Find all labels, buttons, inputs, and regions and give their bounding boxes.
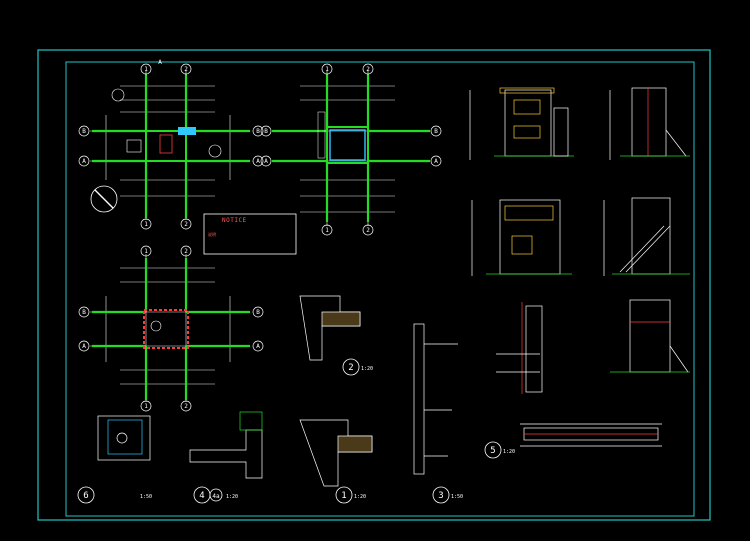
detail-scale: 1:20	[354, 494, 366, 500]
detail-scale: 1:20	[503, 449, 515, 455]
grid-label-b: B	[264, 128, 268, 135]
detail-5-lintel	[520, 423, 662, 447]
detail-4-step	[189, 411, 263, 479]
section-label-a: A	[158, 59, 162, 66]
grid-bubbles-plan1	[78, 63, 264, 230]
grid-label-2: 2	[184, 403, 188, 410]
detail-scale: 1:20	[226, 494, 238, 500]
outer-frame	[37, 49, 711, 521]
elevation-3	[471, 199, 572, 276]
north-arrow-icon	[90, 185, 118, 213]
grid-label-2: 2	[184, 248, 188, 255]
grid-label-2: 2	[366, 227, 370, 234]
detail-number-2: 2	[348, 363, 353, 373]
grid-label-1: 1	[325, 66, 329, 73]
detail-number-4: 4	[199, 491, 204, 501]
grid-label-a: A	[82, 343, 86, 350]
section-view-1	[496, 302, 543, 394]
inner-frame	[65, 61, 695, 517]
detail-number-circles	[77, 358, 502, 504]
grid-label-1: 1	[144, 248, 148, 255]
grid-labels-plan3: B A B A 1 2 1 2	[82, 248, 260, 410]
notice-title: NOTICE	[222, 217, 247, 224]
detail-scale: 1:20	[361, 366, 373, 372]
grid-label-a: A	[82, 158, 86, 165]
notice-box	[203, 213, 297, 255]
grid-label-a: A	[264, 158, 268, 165]
section-view-2	[610, 299, 690, 373]
detail-number-3: 3	[438, 491, 443, 501]
grid-label-1: 1	[144, 66, 148, 73]
detail-2-parapet	[299, 295, 361, 361]
elevation-4	[603, 197, 690, 276]
detail-number-6: 6	[83, 491, 88, 501]
floor-plan-2	[272, 70, 430, 226]
grid-labels-plan1: B A B A 1 2 1 2 A	[82, 59, 260, 228]
grid-label-b: B	[256, 128, 260, 135]
grid-label-b: B	[434, 128, 438, 135]
floor-plan-3	[90, 254, 250, 402]
grid-label-b: B	[82, 309, 86, 316]
detail-number-labels: 2 1 3 5 6 4 4a	[83, 363, 495, 501]
grid-label-2: 2	[184, 66, 188, 73]
elevation-1	[469, 87, 574, 160]
grid-label-2: 2	[184, 221, 188, 228]
grid-label-1: 1	[144, 221, 148, 228]
detail-scale: 1:50	[451, 494, 463, 500]
detail-number-4a: 4a	[212, 493, 220, 500]
detail-3-wall-section	[413, 323, 458, 475]
detail-scale: 1:50	[140, 494, 152, 500]
detail-number-5: 5	[490, 446, 495, 456]
detail-number-1: 1	[341, 491, 346, 501]
grid-label-1: 1	[144, 403, 148, 410]
grid-label-1: 1	[325, 227, 329, 234]
detail-6-toilet-plan	[97, 415, 151, 461]
detail-scale-labels: 1:20 1:20 1:50 1:20 1:20 1:50	[140, 366, 515, 500]
elevation-2	[609, 87, 690, 160]
grid-labels-plan2: B A B A 1 2 1 2	[264, 66, 438, 234]
grid-label-a: A	[256, 343, 260, 350]
grid-label-a: A	[256, 158, 260, 165]
grid-label-a: A	[434, 158, 438, 165]
grid-label-2: 2	[366, 66, 370, 73]
grid-label-b: B	[82, 128, 86, 135]
grid-bubbles-plan2	[260, 63, 442, 236]
notice-subtitle: 说明	[208, 232, 216, 237]
detail-1-eave	[299, 419, 373, 487]
grid-bubbles-plan3	[78, 245, 264, 412]
grid-label-b: B	[256, 309, 260, 316]
floor-plan-1	[90, 70, 250, 220]
